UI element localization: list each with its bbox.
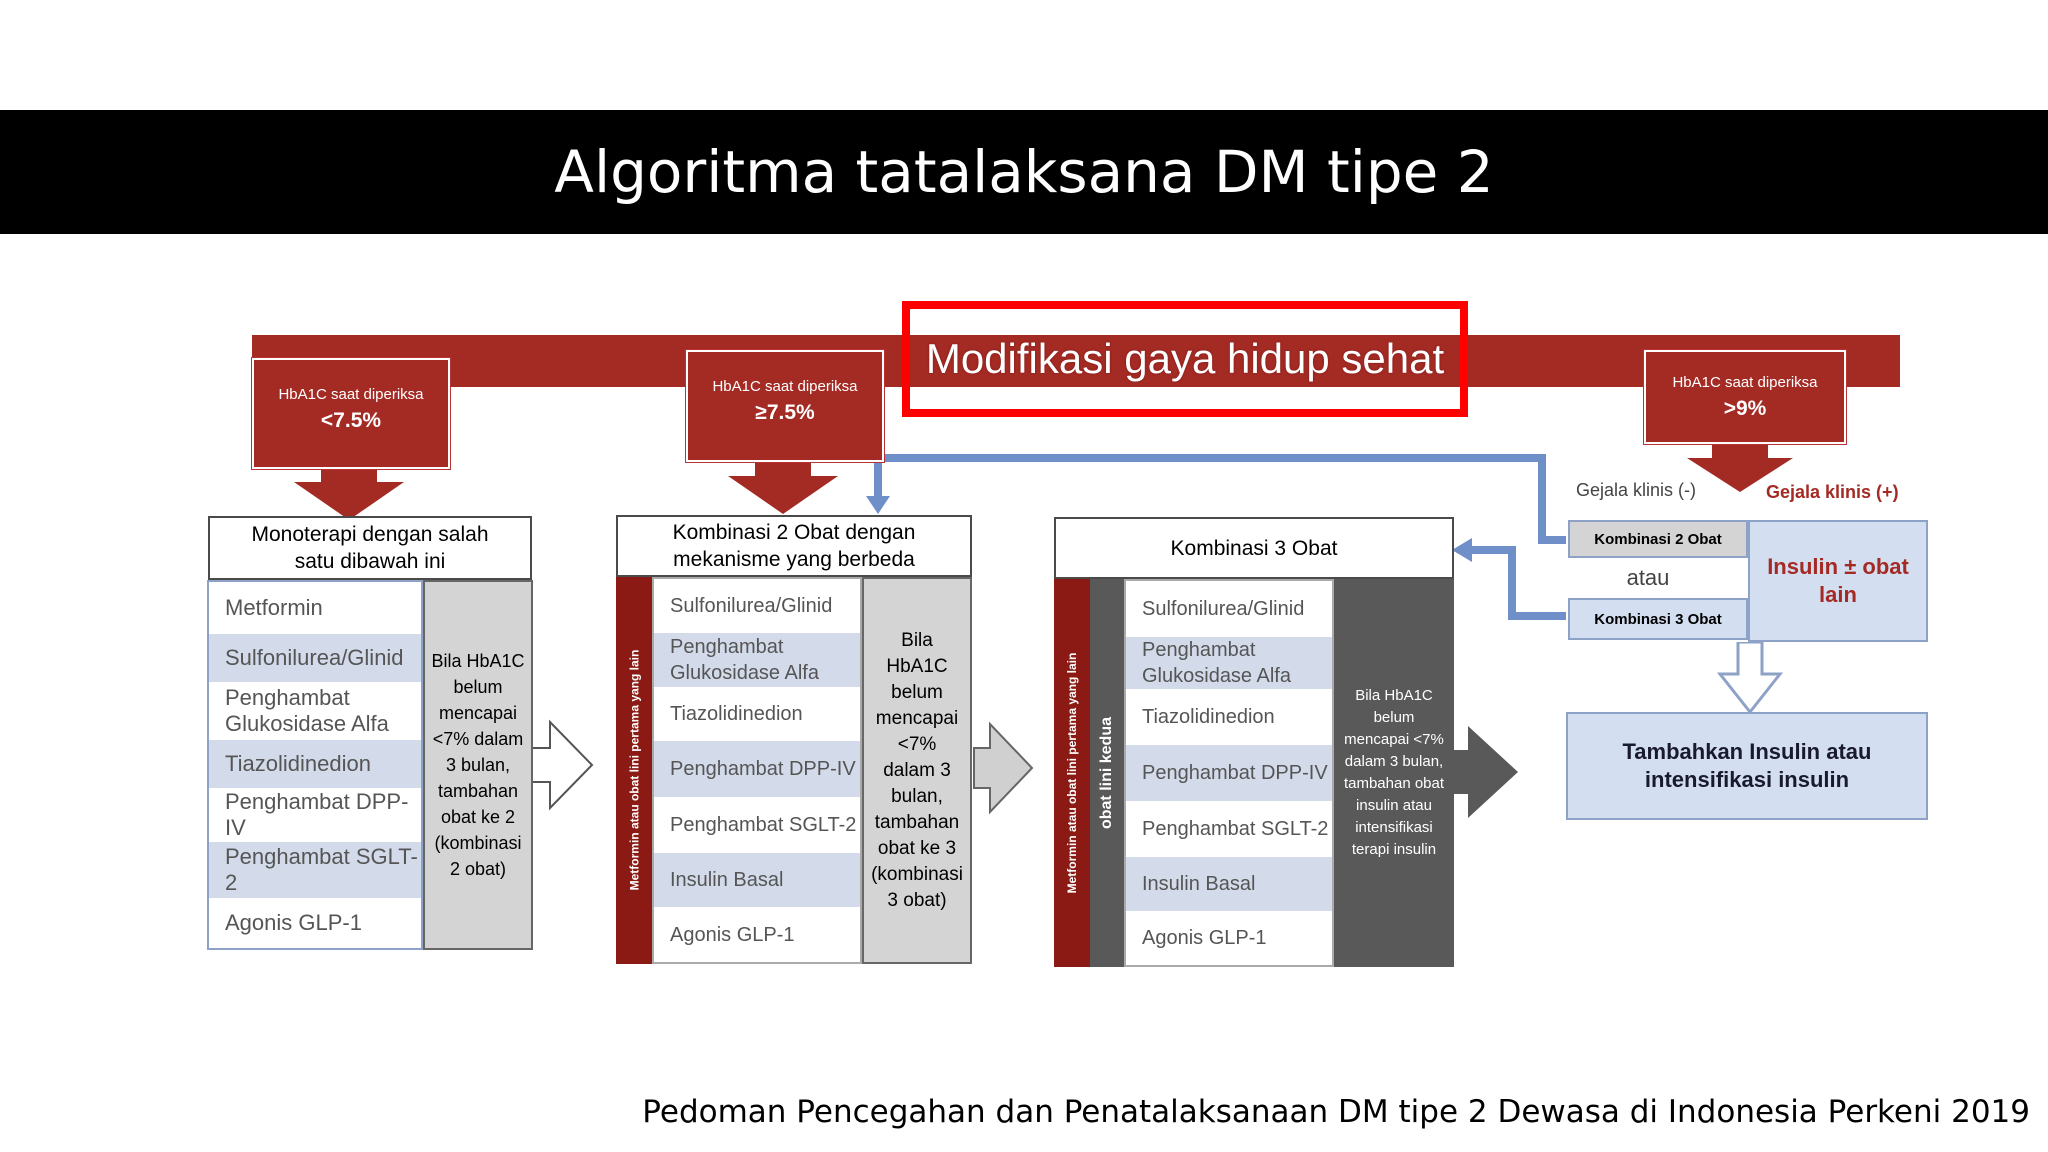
drug-item: Penghambat SGLT-2 (1142, 818, 1329, 840)
hba1c-value: ≥7.5% (755, 401, 815, 424)
dual-side-label: Metformin atau obat lini pertama yang la… (627, 649, 642, 891)
title-bar (0, 110, 2048, 234)
drug-item: Penghambat Glukosidase Alfa (225, 685, 389, 736)
drug-item: Penghambat Glukosidase Alfa (654, 633, 860, 687)
drug-item: Penghambat DPP-IV (225, 789, 409, 840)
triple-second-label: obat lini kedua (1098, 717, 1115, 830)
gray-arrow-1 (531, 719, 594, 811)
komb3-box: Kombinasi 3 Obat (1568, 598, 1748, 640)
drug-item: Sulfonilurea/Glinid (209, 634, 421, 682)
mono-header: Monoterapi dengan salah satu dibawah ini (208, 516, 532, 580)
lifestyle-label: Modifikasi gaya hidup sehat (925, 335, 1445, 382)
dual-side-bar (616, 577, 652, 964)
drug-item: Sulfonilurea/Glinid (670, 595, 833, 617)
drug-item: Penghambat Glukosidase Alfa (1126, 637, 1332, 689)
gray-arrow-3 (1452, 726, 1518, 818)
atau-label: atau (1626, 565, 1670, 590)
dual-note: Bila HbA1C belum mencapai <7% dalam 3 bu… (862, 577, 972, 964)
lifestyle-highlight-box (902, 301, 1468, 417)
drug-item: Tiazolidinedion (209, 740, 421, 788)
dual-header: Kombinasi 2 Obat dengan mekanisme yang b… (616, 515, 972, 577)
dual-list: Sulfonilurea/Glinid Penghambat Glukosida… (652, 577, 862, 964)
mono-list: Metformin Sulfonilurea/Glinid Penghambat… (207, 580, 423, 950)
gray-arrow-2 (973, 721, 1034, 815)
red-arrow-1 (294, 465, 404, 520)
hba1c-box-low: HbA1C saat diperiksa <7.5% (252, 358, 450, 469)
komb2-box: Kombinasi 2 Obat (1568, 520, 1748, 558)
drug-item: Penghambat SGLT-2 (670, 814, 857, 836)
drug-item: Sulfonilurea/Glinid (1142, 598, 1305, 620)
hba1c-value: <7.5% (320, 409, 382, 432)
hba1c-label: HbA1C saat diperiksa (1672, 374, 1818, 391)
drug-item: Penghambat DPP-IV (654, 741, 860, 797)
drug-item: Penghambat SGLT-2 (209, 842, 421, 898)
drug-item: Insulin Basal (654, 853, 860, 907)
red-arrow-2 (728, 458, 838, 514)
triple-list: Sulfonilurea/Glinid Penghambat Glukosida… (1124, 579, 1334, 967)
gejala-positive-label: Gejala klinis (+) (1766, 482, 1899, 502)
triple-side-label: Metformin atau obat lini pertama yang la… (1065, 652, 1079, 894)
blue-arrowhead-dual (866, 496, 890, 514)
triple-second-bar (1090, 579, 1124, 967)
lifestyle-ribbon (252, 335, 1900, 387)
triple-header: Kombinasi 3 Obat (1054, 517, 1454, 579)
hba1c-value: >9% (1723, 397, 1767, 420)
hba1c-box-high: HbA1C saat diperiksa >9% (1644, 350, 1846, 444)
slide-title: Algoritma tatalaksana DM tipe 2 (554, 138, 1494, 206)
tambahkan-insulin-box: Tambahkan Insulin atau intensifikasi ins… (1566, 712, 1928, 820)
drug-item: Metformin (225, 595, 323, 620)
hba1c-box-mid: HbA1C saat diperiksa ≥7.5% (686, 350, 884, 462)
red-arrow-3 (1687, 440, 1793, 492)
hollow-down-arrow (1716, 640, 1784, 715)
drug-item: Tiazolidinedion (670, 703, 803, 725)
hba1c-label: HbA1C saat diperiksa (712, 378, 858, 395)
triple-side-bar (1054, 579, 1090, 967)
blue-connector-mid (1470, 546, 1568, 620)
drug-item: Tiazolidinedion (1142, 706, 1275, 728)
drug-item: Penghambat DPP-IV (1126, 745, 1332, 801)
drug-item: Agonis GLP-1 (1142, 927, 1267, 949)
insulin-box: Insulin ± obat lain (1748, 520, 1928, 642)
blue-arrowhead-triple (1452, 538, 1472, 562)
drug-item: Agonis GLP-1 (670, 923, 795, 946)
triple-note: Bila HbA1C belum mencapai <7% dalam 3 bu… (1334, 579, 1454, 967)
footer-source: Pedoman Pencegahan dan Penatalaksanaan D… (642, 1094, 2030, 1130)
hba1c-label: HbA1C saat diperiksa (278, 386, 424, 403)
drug-item: Insulin Basal (1126, 857, 1332, 911)
blue-connector-top (874, 454, 1568, 544)
mono-note: Bila HbA1C belum mencapai <7% dalam 3 bu… (423, 580, 533, 950)
gejala-negative-label: Gejala klinis (-) (1576, 480, 1697, 500)
drug-item: Agonis GLP-1 (225, 910, 362, 935)
